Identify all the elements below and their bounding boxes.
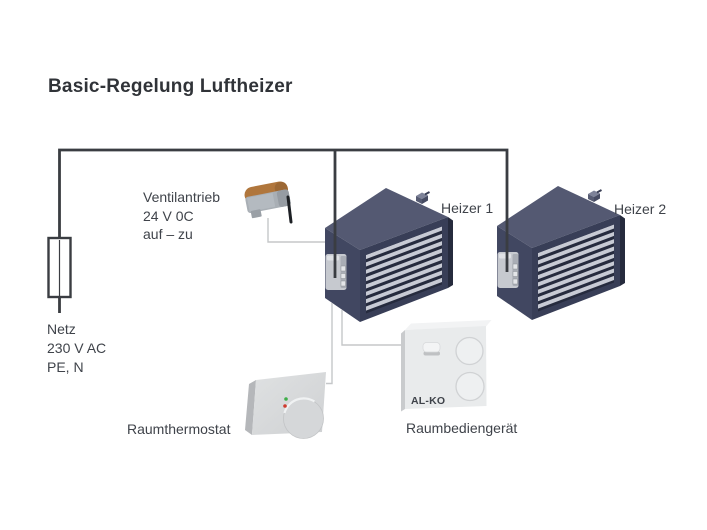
thermostat-label: Raumthermostat bbox=[127, 421, 231, 437]
control-unit-label: Raumbediengerät bbox=[406, 420, 517, 436]
mains-label-line2: 230 V AC bbox=[47, 340, 106, 356]
heater-2-label: Heizer 2 bbox=[614, 201, 666, 217]
diagram-title: Basic-Regelung Luftheizer bbox=[48, 76, 293, 97]
room-control-unit-graphic: AL-KO bbox=[401, 320, 492, 412]
heater-2-graphic bbox=[497, 186, 625, 320]
heater-1-label: Heizer 1 bbox=[441, 200, 493, 216]
heater-1-graphic bbox=[325, 188, 453, 322]
actuator-label-line2: 24 V 0C bbox=[143, 208, 194, 224]
thermostat-led-green bbox=[284, 397, 288, 401]
control-unit-knob-lower bbox=[455, 371, 485, 402]
actuator-label-line1: Ventilantrieb bbox=[143, 189, 220, 205]
mains-label: Netz 230 V AC PE, N bbox=[47, 321, 106, 375]
fuse-symbol bbox=[47, 236, 72, 299]
mains-wire-main-run bbox=[58, 148, 509, 272]
actuator-lever bbox=[286, 195, 293, 224]
mains-wiring bbox=[58, 148, 509, 313]
control-wire-control-unit bbox=[341, 310, 408, 346]
actuator-label-line3: auf – zu bbox=[143, 226, 193, 242]
control-unit-knob-upper bbox=[455, 336, 484, 366]
alko-logo: AL-KO bbox=[411, 395, 445, 407]
mains-label-line3: PE, N bbox=[47, 359, 84, 375]
control-unit-button bbox=[422, 342, 441, 353]
control-wire-thermostat bbox=[326, 303, 333, 385]
valve-actuator-graphic bbox=[244, 181, 293, 224]
actuator-label: Ventilantrieb 24 V 0C auf – zu bbox=[143, 189, 220, 242]
control-wire-actuator bbox=[267, 218, 328, 243]
mains-label-line1: Netz bbox=[47, 321, 76, 337]
room-thermostat-graphic bbox=[245, 372, 326, 439]
thermostat-led-red bbox=[283, 404, 287, 408]
